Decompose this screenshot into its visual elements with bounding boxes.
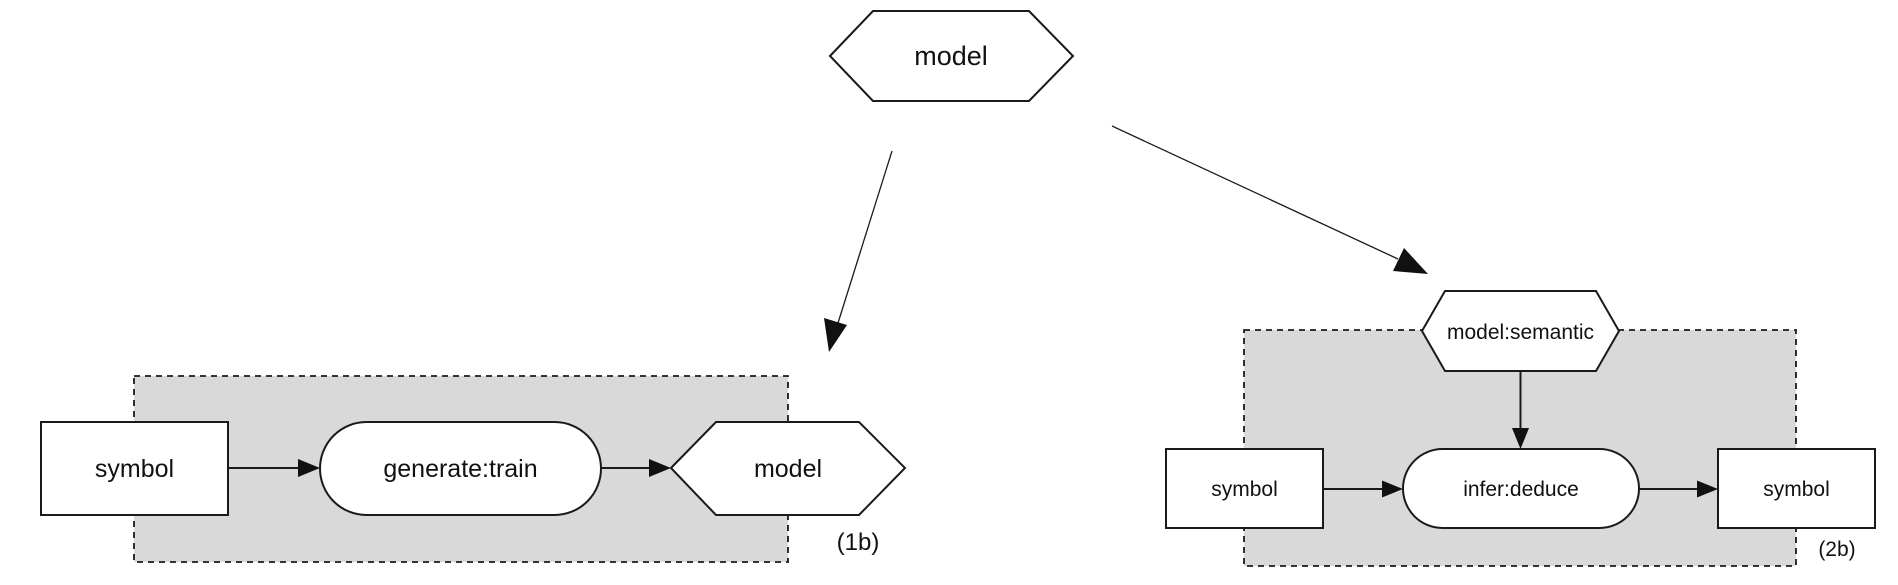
arrowhead-symbol-to-generate	[298, 459, 320, 477]
top-model-node[interactable]	[828, 10, 1075, 102]
group-1b-output-model-node[interactable]	[669, 421, 907, 516]
group-1b-input-label: symbol	[95, 455, 174, 483]
group-1b-input-node[interactable]	[40, 421, 229, 516]
top-model-label: model	[914, 41, 988, 71]
edge-model-to-group-1b	[837, 150, 893, 324]
group-1b-process-label: generate:train	[383, 455, 537, 483]
group-1b-tag: (1b)	[837, 529, 880, 556]
group-2b-process-label: infer:deduce	[1463, 478, 1579, 501]
arrowhead-generate-to-model	[649, 459, 671, 477]
group-2b-output-label: symbol	[1763, 478, 1830, 501]
group-2b-model-semantic-node[interactable]	[1420, 290, 1621, 372]
arrowhead-infer-to-symbol	[1697, 480, 1718, 498]
group-2b-tag: (2b)	[1818, 538, 1855, 561]
group-2b-input-node[interactable]	[1165, 448, 1324, 529]
arrowhead-model-to-group-1b	[824, 318, 847, 352]
arrowhead-semantic-to-infer	[1512, 428, 1529, 449]
group-1b-output-label: model	[754, 455, 822, 483]
group-2b-output-node[interactable]	[1717, 448, 1876, 529]
arrowhead-symbol-to-infer	[1382, 480, 1403, 498]
arrowhead-model-to-group-2b	[1393, 248, 1428, 274]
group-2b-model-label: model:semantic	[1447, 321, 1594, 344]
group-2b-input-label: symbol	[1211, 478, 1278, 501]
edge-model-to-group-2b	[1111, 125, 1399, 260]
